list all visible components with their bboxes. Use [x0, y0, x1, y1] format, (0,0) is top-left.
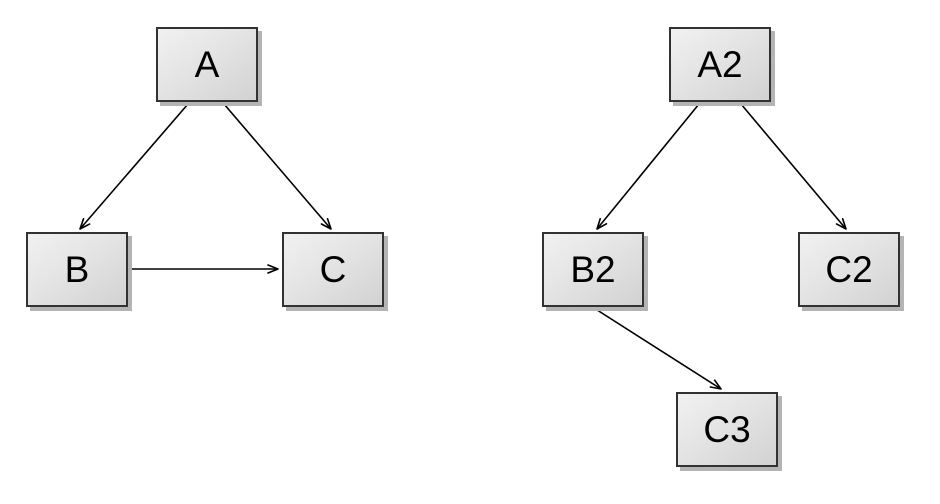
- node-label-A2: A2: [697, 44, 743, 85]
- node-label-C2: C2: [825, 249, 873, 290]
- node-label-B2: B2: [570, 249, 616, 290]
- edge-A2-C2[interactable]: [740, 103, 847, 230]
- edge-A2-B2[interactable]: [596, 103, 700, 230]
- graph-node-C3[interactable]: C3: [676, 392, 778, 467]
- edge-A-C[interactable]: [223, 103, 332, 230]
- graph-node-C[interactable]: C: [282, 232, 384, 307]
- graph-node-A2[interactable]: A2: [669, 27, 771, 102]
- node-label-C: C: [319, 249, 347, 290]
- node-label-C3: C3: [703, 409, 751, 450]
- edge-B2-C3[interactable]: [593, 307, 722, 390]
- node-label-A: A: [194, 44, 220, 85]
- graph-node-C2[interactable]: C2: [798, 232, 900, 307]
- graph-node-B[interactable]: B: [26, 232, 128, 307]
- node-label-B: B: [64, 249, 90, 290]
- graph-node-B2[interactable]: B2: [542, 232, 644, 307]
- graph-node-A[interactable]: A: [156, 27, 258, 102]
- edge-A-B[interactable]: [79, 103, 189, 230]
